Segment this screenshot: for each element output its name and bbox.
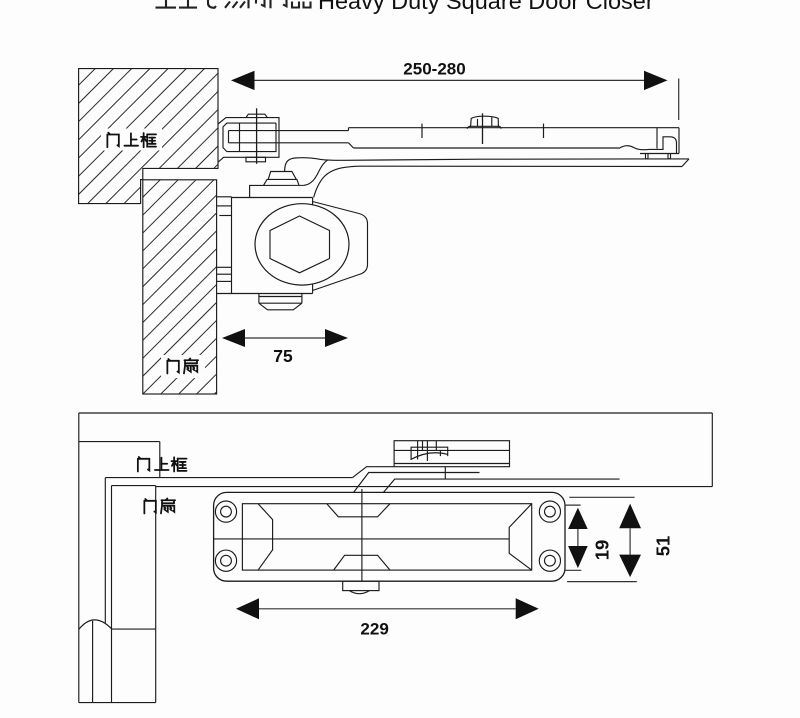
svg-text:250-280: 250-280	[403, 60, 465, 79]
svg-text:19: 19	[591, 540, 612, 561]
svg-text:229: 229	[360, 620, 388, 639]
svg-text:Heavy Duty Square Door Closer: Heavy Duty Square Door Closer	[318, 0, 654, 14]
svg-text:75: 75	[273, 346, 293, 366]
svg-text:51: 51	[653, 536, 674, 557]
